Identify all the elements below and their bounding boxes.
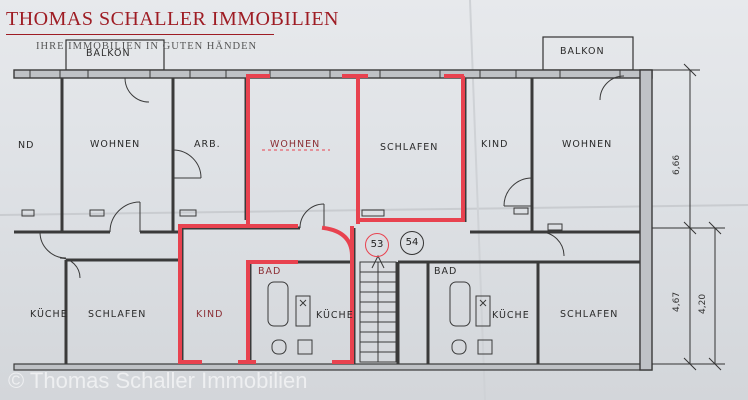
room-label-kind-right: KIND	[481, 139, 509, 150]
balcony-label-right: BALKON	[560, 46, 605, 57]
room-label-wohnen-left: WOHNEN	[90, 139, 141, 150]
balcony-label-left: BALKON	[86, 48, 131, 59]
dimension-lower-b: 4,20	[698, 293, 708, 314]
room-label-wohnen-right: WOHNEN	[562, 139, 613, 150]
copyright-watermark: © Thomas Schaller Immobilien	[8, 368, 308, 393]
room-label-arb: ARB.	[194, 139, 221, 150]
unit-number-54: 54	[400, 231, 424, 255]
room-label-partial-wohnen: ND	[18, 140, 35, 151]
room-label-kueche-unit: KÜCHE	[316, 310, 354, 321]
brand-divider	[6, 34, 274, 35]
company-name: Thomas Schaller Immobilien	[6, 8, 339, 30]
unit-number-53: 53	[365, 233, 389, 257]
room-label-schlafen-right: SCHLAFEN	[560, 309, 619, 320]
room-label-schlafen-left: SCHLAFEN	[88, 309, 147, 320]
tagline: IHRE IMMOBILIEN IN GUTEN HÄNDEN	[36, 41, 258, 52]
room-label-kind-unit: KIND	[196, 309, 224, 320]
dimension-upper: 6,66	[672, 154, 682, 175]
dimension-lines	[652, 63, 725, 371]
room-label-wohnen-unit: WOHNEN	[270, 139, 321, 150]
room-label-kueche-right: KÜCHE	[492, 310, 530, 321]
room-label-kueche-left: KÜCHE	[30, 309, 68, 320]
dimension-lower-a: 4,67	[672, 291, 682, 312]
walls	[13, 69, 653, 371]
room-label-schlafen-unit: SCHLAFEN	[380, 142, 439, 153]
unit-highlight	[178, 74, 465, 364]
room-label-bad-unit: BAD	[258, 266, 282, 277]
paper-fold	[469, 0, 486, 400]
room-label-bad-right: BAD	[434, 266, 458, 277]
